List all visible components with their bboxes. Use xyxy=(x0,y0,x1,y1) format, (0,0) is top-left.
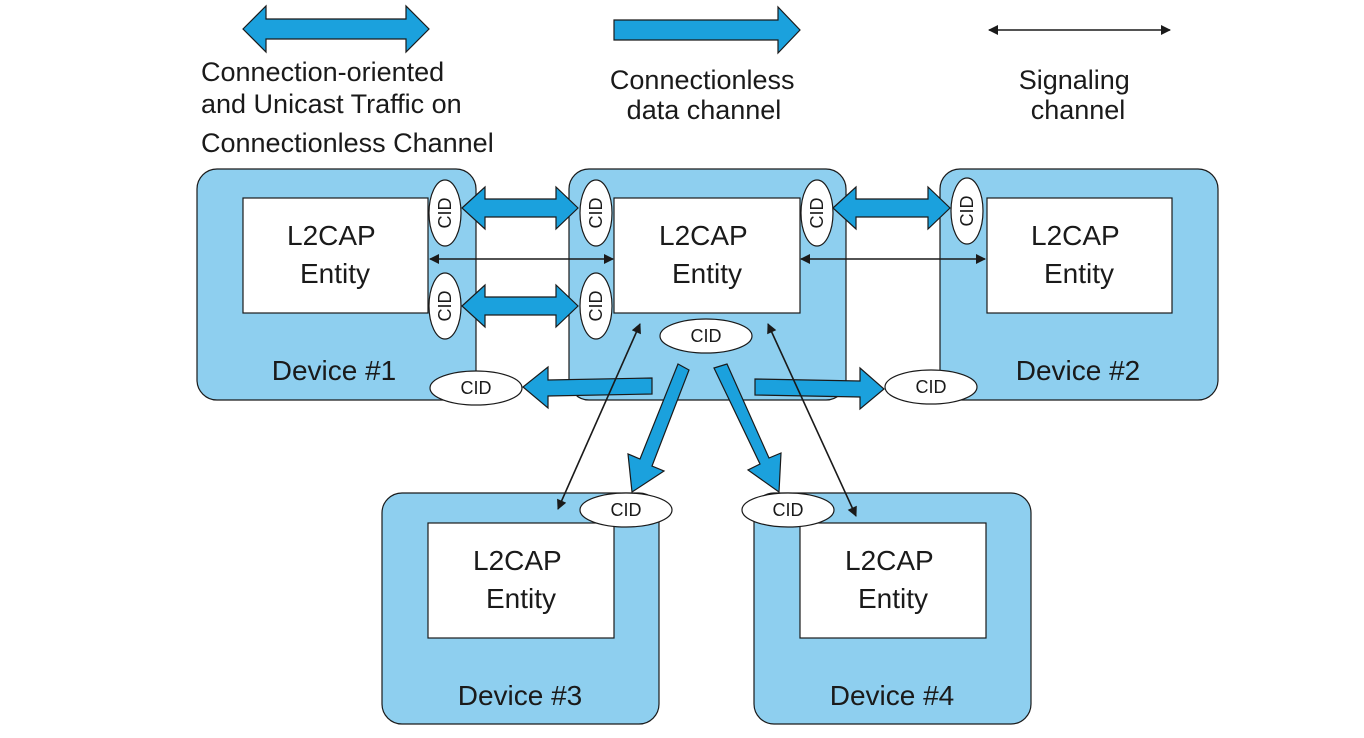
cid-central-upper-left: CID xyxy=(579,179,613,247)
bidirectional-arrow-central-dev2 xyxy=(832,185,951,231)
entity-device-4: L2CAP Entity xyxy=(799,522,987,639)
device-2-label: Device #2 xyxy=(1016,355,1141,386)
entity-box xyxy=(427,522,615,639)
signaling-line-central-dev4 xyxy=(767,323,857,517)
entity-device-3: L2CAP Entity xyxy=(427,522,615,639)
cid-label: CID xyxy=(691,326,722,346)
cid-label: CID xyxy=(586,291,606,322)
bidirectional-arrow-dev1-central-upper xyxy=(461,185,579,231)
entity-central: L2CAP Entity xyxy=(613,197,801,314)
entity-box xyxy=(613,197,801,314)
bidirectional-arrow-dev1-central-lower xyxy=(461,283,579,329)
legend-bidirectional-line-1: Connection-oriented xyxy=(201,57,444,87)
cid-oval xyxy=(950,177,984,245)
device-1-label: Device #1 xyxy=(272,355,397,386)
entity-label: L2CAP Entity xyxy=(845,545,941,614)
entity-box xyxy=(986,197,1173,314)
cid-label: CID xyxy=(807,198,827,229)
legend-signaling-line-2: channel xyxy=(1031,95,1126,125)
legend-connectionless-line-1: Connectionless xyxy=(610,65,795,95)
cid-central-lower-left: CID xyxy=(579,272,613,340)
cid-dev1-upper: CID xyxy=(428,179,462,247)
device-3-label: Device #3 xyxy=(458,680,583,711)
cid-dev2-left: CID xyxy=(950,177,984,245)
cid-label: CID xyxy=(957,196,977,227)
cid-oval xyxy=(659,318,753,354)
signaling-line-central-dev3 xyxy=(557,323,641,510)
entity-device-2: L2CAP Entity xyxy=(986,197,1173,314)
cid-oval xyxy=(579,272,613,340)
cid-label: CID xyxy=(916,377,947,397)
cid-label: CID xyxy=(461,378,492,398)
cid-oval xyxy=(428,272,462,340)
cid-dev3-top: CID xyxy=(579,492,673,528)
legend-bidirectional-label: Connection-oriented and Unicast Traffic … xyxy=(201,57,494,158)
legend-connectionless-label: Connectionless data channel xyxy=(610,65,802,125)
cid-dev1-bottom: CID xyxy=(429,370,523,406)
entity-box xyxy=(242,197,429,314)
cid-label: CID xyxy=(773,500,804,520)
legend-bidirectional-line-2: and Unicast Traffic on xyxy=(201,89,462,119)
cid-oval xyxy=(579,179,613,247)
entity-label: L2CAP Entity xyxy=(1031,220,1127,289)
entity-label: L2CAP Entity xyxy=(287,220,383,289)
legend-connectionless-arrow-icon xyxy=(613,5,801,55)
cid-oval xyxy=(428,179,462,247)
legend-signaling-label: Signaling channel xyxy=(1019,65,1138,125)
cid-dev2-bottom: CID xyxy=(884,369,978,405)
cid-label: CID xyxy=(586,198,606,229)
legend-bidirectional-line-3: Connectionless Channel xyxy=(201,128,494,158)
cid-oval xyxy=(884,369,978,405)
entity-label: L2CAP Entity xyxy=(473,545,569,614)
entity-box xyxy=(799,522,987,639)
cid-oval xyxy=(741,492,835,528)
cid-oval xyxy=(429,370,523,406)
cid-label: CID xyxy=(611,500,642,520)
cid-dev4-top: CID xyxy=(741,492,835,528)
entity-label: L2CAP Entity xyxy=(659,220,755,289)
device-4-label: Device #4 xyxy=(830,680,955,711)
legend-signaling-line-1: Signaling xyxy=(1019,65,1130,95)
cid-dev1-lower: CID xyxy=(428,272,462,340)
cid-central-upper-right: CID xyxy=(800,179,834,247)
legend-bidirectional-arrow-icon xyxy=(242,4,430,54)
cid-oval xyxy=(579,492,673,528)
cid-oval xyxy=(800,179,834,247)
entity-device-1: L2CAP Entity xyxy=(242,197,429,314)
cid-label: CID xyxy=(435,291,455,322)
legend-connectionless-line-2: data channel xyxy=(627,95,782,125)
cid-label: CID xyxy=(435,198,455,229)
cid-central-bottom: CID xyxy=(659,318,753,354)
legend: Connection-oriented and Unicast Traffic … xyxy=(201,4,1171,158)
